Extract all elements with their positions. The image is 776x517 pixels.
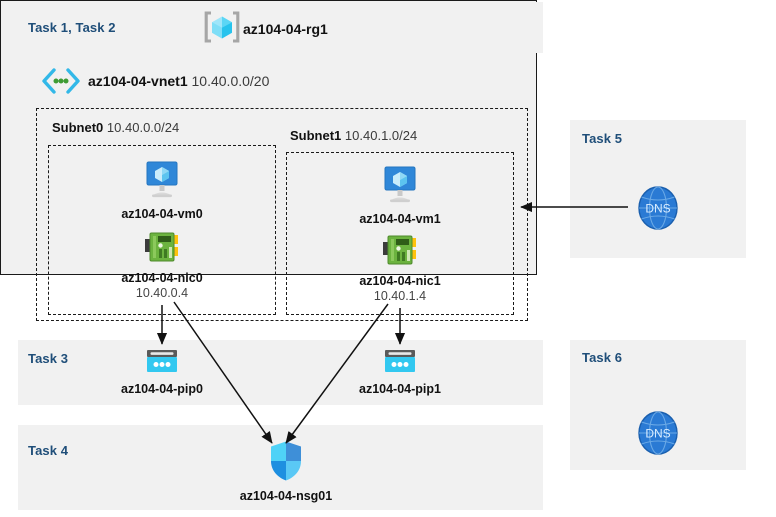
task-label-6: Task 6 — [582, 350, 623, 365]
nsg-name: az104-04-nsg01 — [239, 489, 333, 503]
nic0-name: az104-04-nic0 — [121, 271, 203, 285]
resource-group-icon — [203, 8, 241, 46]
vm0-name: az104-04-vm0 — [121, 207, 203, 221]
nic1-name: az104-04-nic1 — [359, 274, 441, 288]
subnet1-name: Subnet1 — [290, 128, 342, 143]
pip0-node[interactable]: az104-04-pip0 — [112, 348, 212, 396]
public-ip-address-icon — [350, 348, 450, 380]
dns-zone-icon[interactable]: DNS — [633, 408, 683, 458]
subnet1-prefix: 10.40.1.0/24 — [344, 128, 418, 143]
resource-group-panel — [8, 2, 543, 53]
public-ip-address-icon — [112, 348, 212, 380]
subnet0-prefix: 10.40.0.0/24 — [106, 120, 180, 135]
vnet-address-space: 10.40.0.0/20 — [191, 73, 270, 89]
nic0-ip: 10.40.0.4 — [135, 286, 189, 300]
network-security-group-icon — [231, 440, 341, 487]
pip1-node[interactable]: az104-04-pip1 — [350, 348, 450, 396]
vm0-node[interactable]: az104-04-vm0 — [112, 160, 212, 221]
subnet0-name: Subnet0 — [52, 120, 104, 135]
private-dns-zone-name: contoso.org — [570, 231, 776, 246]
nic1-node[interactable]: az104-04-nic1 10.40.1.4 — [350, 233, 450, 303]
subnet1-title: Subnet1 10.40.1.0/24 — [290, 128, 417, 143]
task-label-1-2: Task 1, Task 2 — [28, 20, 116, 35]
private-dns-zone-heading: Private DNS zone — [570, 160, 776, 175]
task-label-4: Task 4 — [28, 443, 69, 458]
dns-icon-label: DNS — [645, 202, 670, 216]
dns-zone-heading: DNS zone — [570, 383, 776, 398]
dns-icon-label: DNS — [645, 427, 670, 441]
task-label-3: Task 3 — [28, 351, 69, 366]
dns-zone-icon[interactable]: DNS — [633, 183, 683, 233]
vnet-boundary — [36, 108, 528, 321]
network-interface-icon — [350, 233, 450, 272]
virtual-machine-icon — [350, 165, 450, 210]
pip1-name: az104-04-pip1 — [359, 382, 441, 396]
network-interface-icon — [112, 230, 212, 269]
public-ip-panel — [18, 340, 543, 405]
vnet-name: az104-04-vnet1 — [88, 73, 188, 89]
virtual-machine-icon — [112, 160, 212, 205]
pip0-name: az104-04-pip0 — [121, 382, 203, 396]
resource-group-name: az104-04-rg1 — [243, 21, 328, 37]
task-label-5: Task 5 — [582, 131, 623, 146]
nic1-ip: 10.40.1.4 — [373, 289, 427, 303]
vm1-name: az104-04-vm1 — [359, 212, 441, 226]
vm1-node[interactable]: az104-04-vm1 — [350, 165, 450, 226]
vnet-title: az104-04-vnet1 10.40.0.0/20 — [88, 73, 269, 89]
virtual-network-icon — [40, 68, 82, 94]
nic0-node[interactable]: az104-04-nic0 10.40.0.4 — [112, 230, 212, 300]
nsg-node[interactable]: az104-04-nsg01 — [231, 440, 341, 503]
subnet0-title: Subnet0 10.40.0.0/24 — [52, 120, 179, 135]
